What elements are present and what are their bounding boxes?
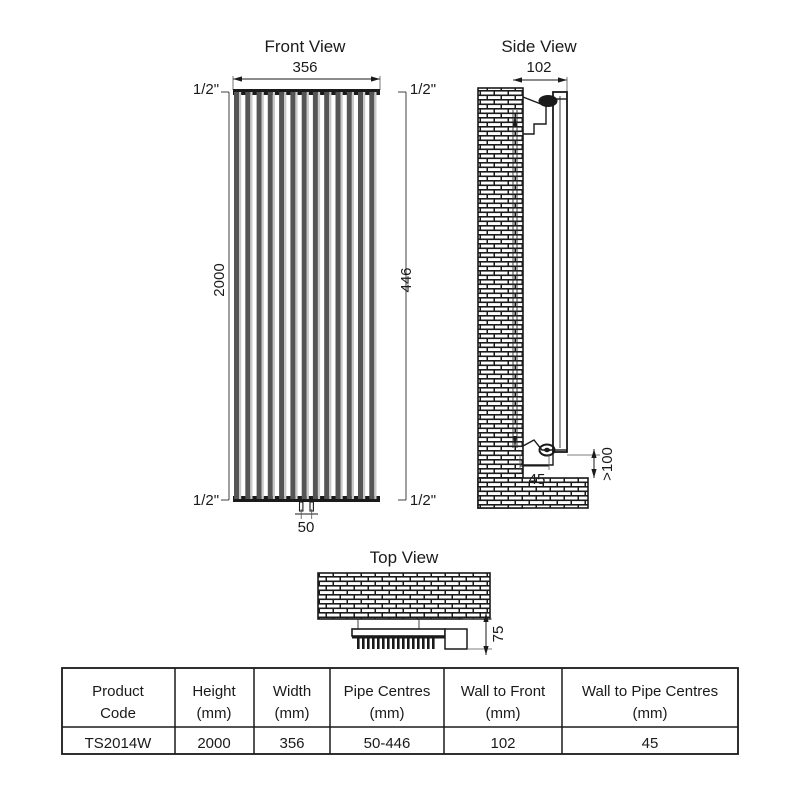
spec-table-border (61, 667, 739, 755)
top-view-group: Top View (317, 548, 507, 655)
header-height-line1: Height (192, 683, 236, 700)
spec-table-row: TS2014W 2000 356 50-446 102 45 (85, 735, 659, 752)
cell-height: 2000 (197, 735, 230, 752)
side-floor-clearance-label: >100 (599, 447, 616, 481)
side-floor (477, 477, 589, 509)
front-connection-label-bottom-left: 1/2" (193, 492, 219, 509)
side-radiator-panel (552, 91, 568, 453)
front-connection-bottom-left: 1/2" (193, 492, 229, 509)
header-pipe-centres-line2: (mm) (370, 705, 405, 722)
header-product-code-line1: Product (92, 683, 145, 700)
top-depth-dimension: 75 (463, 613, 507, 655)
side-top-bracket (522, 95, 567, 135)
cell-pipe-centres: 50-446 (364, 735, 411, 752)
side-wall-to-pipe-dimension: 45 (519, 455, 550, 488)
side-wall-pipe (512, 110, 518, 448)
front-height-dimension-label: 2000 (211, 263, 228, 296)
front-radiator-fins (234, 92, 377, 499)
header-wall-to-front-line2: (mm) (486, 705, 521, 722)
side-view-group: Side View 102 (477, 37, 616, 509)
header-pipe-centres-line1: Pipe Centres (344, 683, 431, 700)
cell-wall-to-front: 102 (490, 735, 515, 752)
front-height-dimension: 2000 (211, 263, 228, 296)
header-wall-to-front-line1: Wall to Front (461, 683, 546, 700)
cell-wall-to-pipe-centres: 45 (642, 735, 659, 752)
front-connection-label-bottom-right: 1/2" (410, 492, 436, 509)
cell-product-code: TS2014W (85, 735, 153, 752)
front-view-group: Front View 356 (193, 37, 436, 536)
top-wall (317, 572, 491, 620)
cell-width: 356 (279, 735, 304, 752)
front-pipe-centres-dimension-label: 446 (398, 267, 415, 292)
top-radiator (351, 628, 468, 650)
side-bottom-bracket (522, 439, 567, 466)
front-radiator-body (233, 89, 380, 502)
header-wall-to-pipe-centres-line2: (mm) (633, 705, 668, 722)
front-view-title: Front View (265, 37, 347, 56)
header-width-line2: (mm) (275, 705, 310, 722)
front-pipe-spacing-label: 50 (298, 519, 315, 536)
front-connection-label-top-left: 1/2" (193, 81, 219, 98)
front-connection-label-top-right: 1/2" (410, 81, 436, 98)
front-width-dimension-label: 356 (292, 59, 317, 76)
top-view-title: Top View (370, 548, 439, 567)
spec-table-header-row: Product Code Height (mm) Width (mm) Pipe… (92, 683, 718, 722)
side-depth-dimension-label: 102 (526, 59, 551, 76)
side-view-title: Side View (501, 37, 577, 56)
front-pipe-centres-dimension: 446 (398, 267, 415, 292)
top-brackets (357, 619, 420, 630)
side-wall-to-pipe-label: 45 (529, 471, 546, 488)
top-depth-dimension-label: 75 (490, 626, 507, 643)
side-floor-clearance-dimension: >100 (567, 447, 616, 481)
front-connection-top-left: 1/2" (193, 81, 229, 98)
header-height-line2: (mm) (197, 705, 232, 722)
header-product-code-line2: Code (100, 705, 136, 722)
spec-table: Product Code Height (mm) Width (mm) Pipe… (61, 667, 739, 755)
front-connection-bottom-right: 1/2" (398, 492, 436, 509)
top-radiator-fins (357, 638, 435, 649)
side-wall (477, 87, 524, 509)
front-connection-top-right: 1/2" (398, 81, 436, 98)
header-wall-to-pipe-centres-line1: Wall to Pipe Centres (582, 683, 718, 700)
front-width-dimension-line (232, 76, 381, 90)
front-pipe-spacing-dimension: 50 (295, 509, 318, 536)
header-width-line1: Width (273, 683, 311, 700)
